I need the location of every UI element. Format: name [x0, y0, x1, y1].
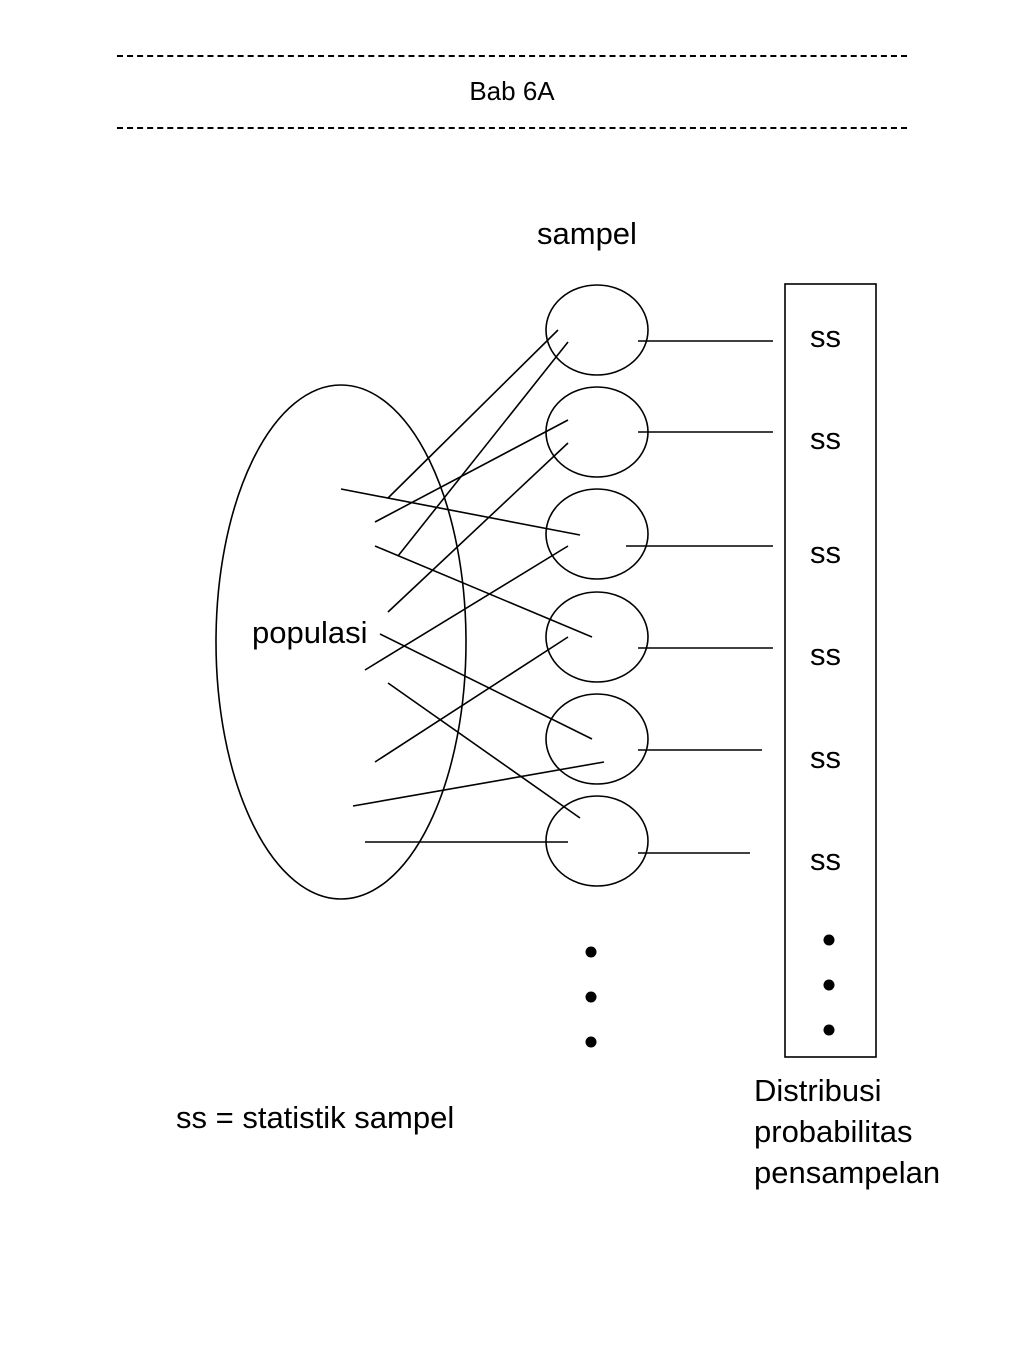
sample-circle-4 [545, 591, 649, 683]
distribution-caption-line: Distribusi [754, 1073, 882, 1108]
sampling-line [364, 545, 569, 671]
distribution-box [784, 283, 877, 1058]
sampling-line [374, 636, 569, 763]
sample-statistic-label: ss [810, 319, 841, 354]
sampling-line [387, 329, 559, 499]
top-dashed-rule [117, 55, 907, 57]
sample-statistic-label: ss [810, 535, 841, 570]
distribution-caption: Distribusi probabilitas pensampelan [754, 1070, 940, 1193]
chapter-title: Bab 6A [469, 76, 555, 106]
ellipsis-dot [585, 1036, 597, 1048]
sample-statistic-label: ss [810, 842, 841, 877]
distribution-caption-line: pensampelan [754, 1155, 941, 1190]
sampling-line [387, 682, 581, 819]
bottom-dashed-rule [117, 127, 907, 129]
sampling-line [379, 633, 593, 740]
sampling-line [397, 341, 569, 557]
population-label: populasi [252, 615, 368, 650]
sampling-line [374, 545, 593, 638]
sample-circle-3 [545, 488, 649, 580]
ellipsis-dot [585, 946, 597, 958]
sample-circle-2 [545, 386, 649, 478]
sampling-line [352, 761, 605, 807]
vertical-ellipsis-dots [585, 934, 835, 1048]
sampling-line [374, 419, 569, 523]
population-ellipse [215, 384, 467, 900]
sample-statistic-label: ss [810, 740, 841, 775]
sample-statistic-label: ss [810, 421, 841, 456]
ellipsis-dot [823, 1024, 835, 1036]
sample-statistic-label: ss [810, 637, 841, 672]
sample-circle-6 [545, 795, 649, 887]
legend-text: ss = statistik sampel [176, 1100, 455, 1135]
sample-circle-1 [545, 284, 649, 376]
distribution-caption-line: probabilitas [754, 1114, 913, 1149]
ellipsis-dot [585, 991, 597, 1003]
sampling-line [387, 442, 569, 613]
sample-circle-5 [545, 693, 649, 785]
sampling-line [340, 488, 581, 536]
ellipsis-dot [823, 979, 835, 991]
sample-heading: sampel [537, 216, 637, 251]
ellipsis-dot [823, 934, 835, 946]
